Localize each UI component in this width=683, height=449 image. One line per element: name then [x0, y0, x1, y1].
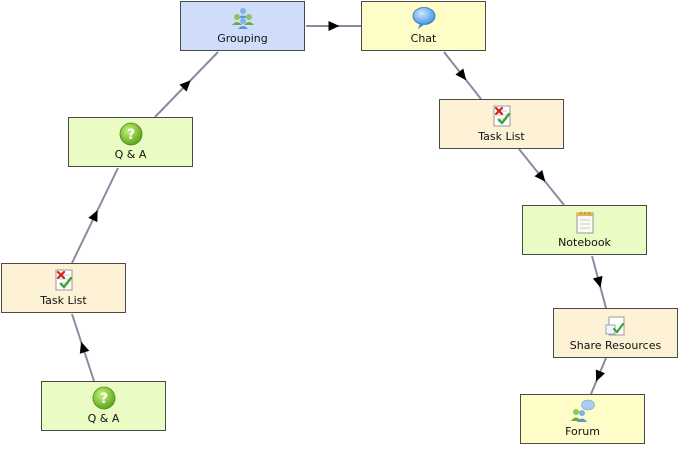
activity-node-share[interactable]: Share Resources	[553, 308, 678, 358]
activity-label: Notebook	[558, 236, 611, 249]
edge-notebook-to-share	[591, 255, 607, 309]
edge-grouping-to-chat	[306, 21, 361, 31]
arrowhead-icon	[179, 80, 191, 92]
activity-node-forum[interactable]: Forum	[520, 394, 645, 444]
edge-task_right-to-notebook	[518, 148, 565, 206]
question-icon: ?	[119, 122, 143, 146]
arrowhead-icon	[88, 210, 98, 223]
activity-label: Grouping	[217, 32, 268, 45]
arrowhead-icon	[534, 169, 546, 182]
activity-label: Chat	[410, 32, 437, 45]
tasklist-icon	[490, 104, 514, 128]
arrowhead-icon	[455, 68, 467, 81]
activity-node-task-right[interactable]: Task List	[439, 99, 564, 149]
tasklist-icon	[52, 268, 76, 292]
question-icon: ?	[92, 386, 116, 410]
activity-node-qa-mid[interactable]: ? Q & A	[68, 117, 193, 167]
activity-node-qa-bottom[interactable]: ? Q & A	[41, 381, 166, 431]
activity-node-grouping[interactable]: Grouping	[180, 1, 305, 51]
activity-label: Task List	[40, 294, 87, 307]
forum-icon	[570, 399, 595, 423]
people-icon	[231, 6, 255, 30]
edge-task_left-to-qa_mid	[71, 167, 119, 264]
activity-node-task-left[interactable]: Task List	[1, 263, 126, 313]
activity-label: Share Resources	[569, 339, 662, 352]
speech-bubble-icon	[412, 6, 436, 30]
activity-label: Q & A	[87, 412, 120, 425]
activity-node-chat[interactable]: Chat	[361, 1, 486, 51]
activity-label: Q & A	[114, 148, 147, 161]
arrowhead-icon	[592, 275, 603, 288]
arrowhead-icon	[328, 21, 340, 31]
activity-label: Task List	[478, 130, 525, 143]
arrowhead-icon	[79, 341, 90, 354]
notepad-icon	[573, 210, 597, 234]
arrowhead-icon	[595, 369, 606, 382]
edge-chat-to-task_right	[443, 51, 482, 100]
activity-label: Forum	[565, 425, 600, 438]
share-resources-icon	[604, 313, 628, 337]
edge-qa_bottom-to-task_left	[71, 313, 95, 382]
svg-text:?: ?	[126, 127, 134, 143]
edge-share-to-forum	[590, 357, 607, 395]
edge-qa_mid-to-grouping	[154, 51, 219, 118]
svg-text:?: ?	[99, 391, 107, 407]
activity-node-notebook[interactable]: Notebook	[522, 205, 647, 255]
